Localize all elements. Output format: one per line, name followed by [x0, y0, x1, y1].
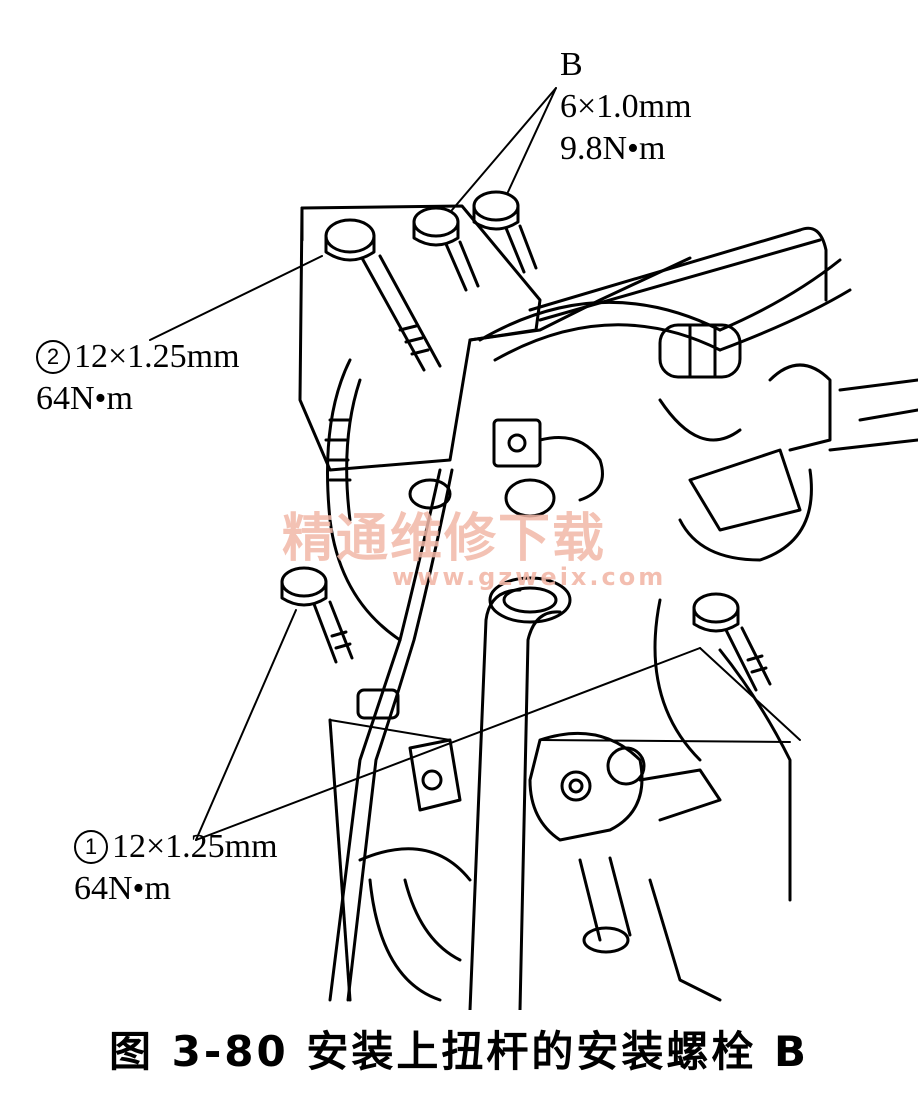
left-housing: [324, 358, 472, 1002]
callout-1-torque: 64N•m: [74, 870, 171, 907]
lower-mount: [408, 731, 722, 954]
circled-number-1: 1: [74, 830, 108, 864]
callout-b-size: 6×1.0mm: [560, 88, 692, 125]
central-hose: [468, 576, 572, 1010]
leader-lines: [149, 87, 801, 841]
upper-bracket: [298, 204, 692, 472]
bolt-b-right: [472, 190, 538, 274]
top-hose: [478, 226, 852, 379]
figure-caption: 图 3-80 安装上扭杆的安装螺栓 B: [109, 1027, 809, 1076]
callout-b-label: B: [560, 46, 583, 83]
callout-2-torque: 64N•m: [36, 380, 133, 417]
thin-tube: [328, 468, 454, 1002]
callout-2-size: 12×1.25mm: [74, 338, 240, 375]
bolt-b-left: [412, 206, 480, 292]
bolt-1-left: [280, 566, 354, 664]
center-coupler: [408, 418, 604, 518]
callout-1-size: 12×1.25mm: [112, 828, 278, 865]
bolt-2-upper-left: [324, 218, 442, 372]
circled-number-2: 2: [36, 340, 70, 374]
watermark-url: www.gzweix.com: [392, 563, 667, 591]
callout-bolt-b: B 6×1.0mm 9.8N•m: [560, 44, 692, 170]
bolt-1-right: [692, 592, 772, 692]
engine-line-drawing: [149, 87, 918, 1010]
callout-b-torque: 9.8N•m: [560, 130, 666, 167]
watermark-text: 精通维修下载: [282, 509, 607, 569]
right-housing: [648, 363, 918, 1002]
